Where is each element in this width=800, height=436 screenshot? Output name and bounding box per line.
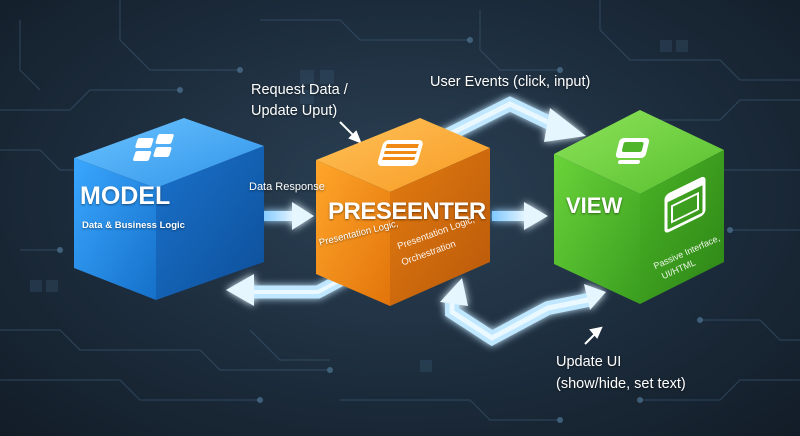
presenter-to-view-arrow — [492, 202, 548, 230]
request-data-label-line2: Update Uput) — [251, 103, 338, 119]
grid-blocks-icon — [133, 134, 174, 161]
list-card-icon — [377, 140, 423, 166]
presenter-cube — [316, 118, 490, 306]
update-ui-label-line1: Update UI — [556, 354, 622, 370]
update-ui-pointer-arrow — [584, 326, 603, 345]
model-cube-front — [74, 158, 156, 300]
card-stack-icon — [615, 138, 650, 164]
model-title: MODEL — [80, 182, 171, 210]
model-cube — [74, 118, 264, 300]
request-data-label-line1: Request Data / — [251, 82, 348, 98]
user-events-arrow — [434, 96, 586, 147]
update-ui-label-line2: (show/hide, set text) — [556, 376, 686, 392]
user-events-label: User Events (click, input) — [430, 74, 591, 90]
presenter-cube-side — [390, 148, 490, 306]
background-squares — [30, 40, 688, 372]
model-to-presenter-arrow — [262, 202, 314, 230]
view-title: VIEW — [566, 193, 623, 218]
presenter-title: PRESEENTER — [328, 198, 486, 225]
model-subtitle: Data & Business Logic — [82, 220, 185, 231]
view-cube — [554, 110, 724, 304]
request-pointer-arrow — [339, 121, 362, 144]
circuit-background — [0, 0, 800, 421]
data-response-label: Data Response — [249, 181, 325, 193]
update-ui-arrow — [440, 278, 606, 347]
model-cube-side — [156, 146, 264, 300]
presenter-cube-front — [316, 160, 390, 306]
view-cube-front — [554, 154, 640, 304]
monitor-icon — [664, 176, 706, 233]
